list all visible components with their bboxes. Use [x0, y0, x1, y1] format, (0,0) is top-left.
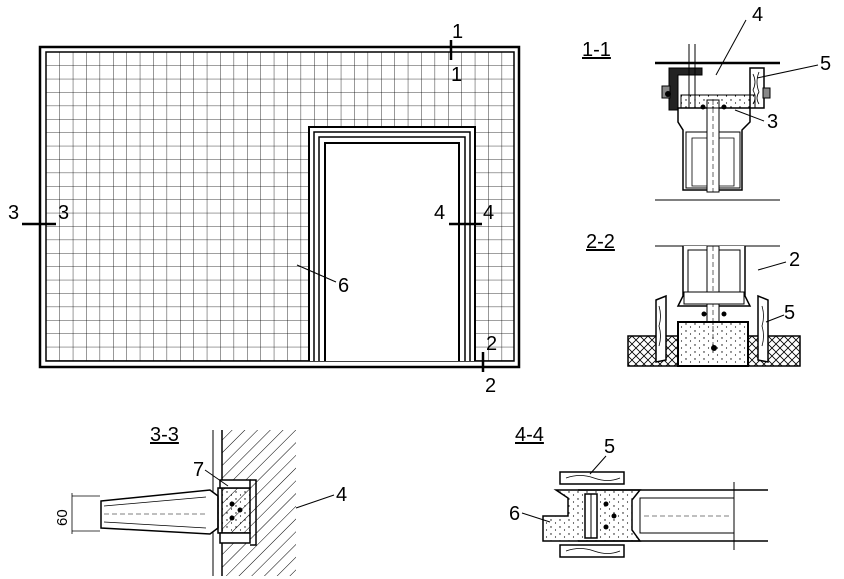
cut-label-1-bottom: 1: [451, 64, 462, 86]
cut-label-1-top: 1: [452, 21, 463, 43]
section-title-2-2: 2-2: [586, 231, 615, 253]
leader-s33-wall: [295, 494, 335, 509]
leader-s11-panel: [715, 19, 747, 76]
leader-door-frame: [296, 264, 337, 283]
callout-s33-seal: 7: [193, 459, 204, 481]
cut-label-2-bottom: 2: [485, 375, 496, 397]
leader-s22-pad: [765, 314, 785, 323]
section-1-1: [655, 19, 819, 201]
cut-label-4-right: 4: [483, 202, 494, 224]
callout-s44-frame: 6: [509, 503, 520, 525]
leader-s11-pad: [756, 64, 819, 79]
callout-s22-pad: 5: [784, 302, 795, 324]
wall-elevation: [22, 40, 521, 372]
cut-label-3-left: 3: [8, 202, 19, 224]
callout-s33-wall: 4: [336, 484, 347, 506]
section-2-2: [627, 245, 801, 367]
leader-s22-beam: [757, 261, 787, 271]
cut-label-4-left: 4: [434, 202, 445, 224]
callout-s11-panel: 4: [752, 4, 763, 26]
callout-s11-pad: 5: [820, 53, 831, 75]
leader-s44-frame: [521, 512, 551, 523]
section-title-3-3: 3-3: [150, 424, 179, 446]
section-title-4-4: 4-4: [515, 424, 544, 446]
section-4-4: [521, 455, 768, 558]
leader-s11-beam: [734, 109, 765, 122]
callout-s44-pad: 5: [604, 436, 615, 458]
dimension-s33-height: 60: [54, 509, 71, 526]
callout-s11-beam: 3: [767, 111, 778, 133]
cut-label-2-top: 2: [486, 333, 497, 355]
callout-door-frame: 6: [338, 275, 349, 297]
section-title-1-1: 1-1: [582, 39, 611, 61]
callout-s22-beam: 2: [789, 249, 800, 271]
leader-s44-pad: [589, 455, 607, 475]
door-frame: [308, 126, 476, 361]
section-3-3: [71, 430, 335, 576]
leader-s33-seal: [204, 469, 229, 487]
cut-label-3-right: 3: [58, 202, 69, 224]
